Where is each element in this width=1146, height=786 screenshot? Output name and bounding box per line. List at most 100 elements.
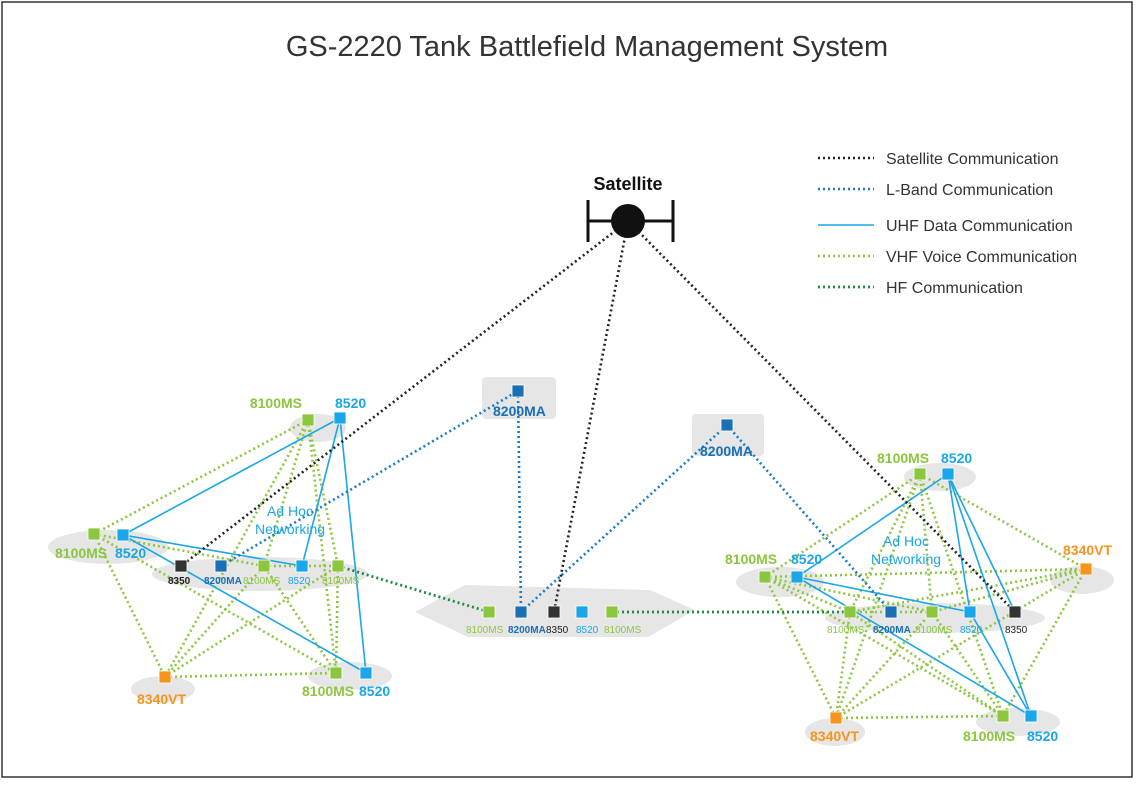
hf-link [337, 564, 490, 614]
uhf-link [947, 473, 1016, 613]
node-8520-icon[interactable] [963, 605, 977, 619]
cluster-label: Ad Hoc [267, 503, 313, 519]
node-8100ms-icon[interactable] [329, 666, 343, 680]
node-label: 8200MA [493, 403, 546, 419]
node-label: 8520 [288, 576, 311, 587]
satellite-label: Satellite [593, 174, 662, 194]
node-label: 8100MS [725, 551, 777, 567]
cluster-bg [48, 530, 168, 564]
node-8100ms-icon[interactable] [925, 605, 939, 619]
vhf-link [164, 671, 337, 679]
satellite-link [180, 219, 629, 568]
node-8200ma-icon[interactable] [514, 605, 528, 619]
node-label: 8520 [960, 625, 983, 636]
legend-label: L-Band Communication [886, 182, 1053, 199]
vhf-link [834, 473, 922, 719]
uhf-link [122, 534, 367, 674]
vhf-link [262, 565, 338, 674]
node-label: 8350 [1005, 625, 1028, 636]
node-8520-icon[interactable] [116, 528, 130, 542]
cluster-label: Ad Hoc [883, 533, 929, 549]
node-8100ms-icon[interactable] [482, 605, 496, 619]
node-label: 8340VT [1063, 542, 1112, 558]
node-label: 8200MA [873, 625, 911, 636]
node-8100ms-icon[interactable] [605, 605, 619, 619]
node-8520-icon[interactable] [333, 411, 347, 425]
node-8520-icon[interactable] [1024, 709, 1038, 723]
vhf-link [92, 533, 167, 678]
cluster-bg [692, 414, 764, 456]
uhf-link [796, 576, 971, 613]
vhf-link [763, 576, 838, 719]
node-label: 8100MS [322, 576, 360, 587]
node-8100ms-icon[interactable] [301, 413, 315, 427]
node-8100ms-icon[interactable] [87, 527, 101, 541]
node-label: 8520 [115, 545, 146, 561]
cluster-bg [482, 377, 556, 419]
node-8200ma-icon[interactable] [214, 559, 228, 573]
satellite: Satellite [586, 174, 675, 242]
node-8340vt-icon[interactable] [1079, 562, 1093, 576]
node-8520-icon[interactable] [790, 570, 804, 584]
node-label: 8200MA [204, 576, 242, 587]
vhf-link [919, 472, 1087, 571]
vhf-link [931, 567, 1087, 614]
node-8100ms-icon[interactable] [331, 559, 345, 573]
satellite-link [552, 220, 630, 613]
node-label: 8520 [941, 450, 972, 466]
node-8340vt-icon[interactable] [158, 670, 172, 684]
node-label: 8520 [791, 551, 822, 567]
vhf-link [835, 567, 1087, 720]
communication-links [92, 219, 1088, 720]
node-8350-icon[interactable] [547, 605, 561, 619]
node-8520-icon[interactable] [941, 467, 955, 481]
node-label: 8100MS [55, 545, 107, 561]
node-label: 8100MS [302, 683, 354, 699]
node-label: 8100MS [250, 395, 302, 411]
vhf-link [849, 610, 1004, 718]
lband-link [520, 424, 728, 613]
uhf-link [339, 417, 367, 674]
node-label: 8520 [1027, 728, 1058, 744]
node-label: 8100MS [877, 450, 929, 466]
node-8200ma-icon[interactable] [720, 418, 734, 432]
uhf-link [122, 417, 341, 536]
node-label: 8100MS [243, 576, 281, 587]
node-8200ma-icon[interactable] [884, 605, 898, 619]
node-8200ma-icon[interactable] [511, 384, 525, 398]
vhf-link [93, 532, 337, 675]
uhf-link [122, 534, 303, 567]
vhf-link [918, 473, 934, 613]
vhf-link [764, 575, 1004, 718]
node-8350-icon[interactable] [1008, 605, 1022, 619]
node-label: 8200MA [700, 443, 753, 459]
node-label: 8200MA [508, 625, 546, 636]
node-label: 8100MS [827, 625, 865, 636]
node-8100ms-icon[interactable] [913, 467, 927, 481]
vhf-link [93, 532, 265, 568]
vhf-link [93, 418, 309, 536]
node-8100ms-icon[interactable] [257, 559, 271, 573]
node-8520-icon[interactable] [295, 559, 309, 573]
vhf-link [835, 611, 933, 719]
vhf-link [764, 575, 851, 614]
node-8340vt-icon[interactable] [829, 711, 843, 725]
legend-label: VHF Voice Communication [886, 249, 1077, 266]
node-8520-icon[interactable] [359, 666, 373, 680]
node-label: 8350 [546, 625, 569, 636]
lband-link [726, 424, 892, 613]
diagram-title: GS-2220 Tank Battlefield Management Syst… [286, 31, 888, 63]
cluster-bg [131, 676, 195, 702]
node-8350-icon[interactable] [174, 559, 188, 573]
node-label: 8100MS [466, 625, 504, 636]
node-8100ms-icon[interactable] [843, 605, 857, 619]
node-8520-icon[interactable] [575, 605, 589, 619]
cluster-label: Networking [871, 551, 941, 567]
node-label: 8100MS [963, 728, 1015, 744]
node-label: 8520 [335, 395, 366, 411]
node-8100ms-icon[interactable] [758, 570, 772, 584]
uhf-link [947, 473, 1032, 717]
node-8100ms-icon[interactable] [996, 709, 1010, 723]
